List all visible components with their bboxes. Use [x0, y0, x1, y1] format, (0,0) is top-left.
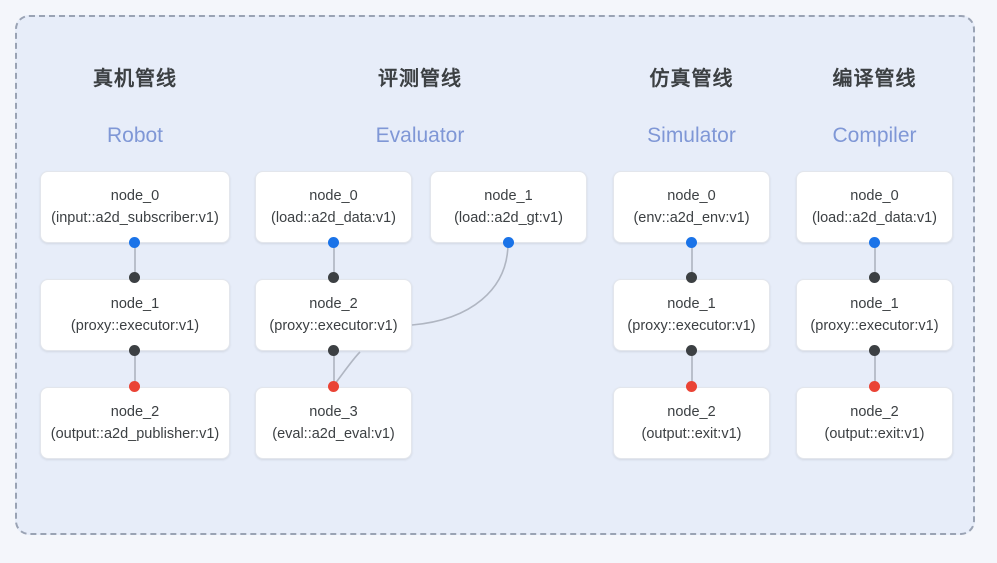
- edge-connector: [874, 243, 876, 279]
- node-type: (env::a2d_env:v1): [633, 210, 750, 226]
- node-type: (proxy::executor:v1): [70, 318, 200, 334]
- edge-connector: [134, 243, 136, 279]
- node-type: (output::exit:v1): [824, 426, 925, 442]
- port-input-dark[interactable]: [869, 272, 880, 283]
- port-input-dark[interactable]: [686, 272, 697, 283]
- node-card[interactable]: node_0 (load::a2d_data:v1): [255, 171, 412, 243]
- node-card[interactable]: node_2 (output::a2d_publisher:v1): [40, 387, 230, 459]
- node-type: (output::exit:v1): [641, 426, 742, 442]
- column-subtitle-compiler: Compiler: [832, 124, 917, 147]
- node-name: node_0: [309, 188, 358, 204]
- edge-connector: [134, 351, 136, 387]
- column-title-simulator: 仿真管线: [649, 68, 734, 90]
- edge-connector: [874, 351, 876, 387]
- port-output-blue[interactable]: [129, 237, 140, 248]
- edge-connector: [333, 243, 335, 279]
- node-type: (input::a2d_subscriber:v1): [51, 210, 219, 226]
- node-card[interactable]: node_0 (input::a2d_subscriber:v1): [40, 171, 230, 243]
- node-name: node_1: [850, 296, 899, 312]
- node-type: (proxy::executor:v1): [627, 318, 756, 334]
- edge-connector: [691, 243, 693, 279]
- port-input-dark[interactable]: [328, 272, 339, 283]
- node-type: (load::a2d_gt:v1): [454, 210, 563, 226]
- port-output-dark[interactable]: [328, 345, 339, 356]
- node-type: (proxy::executor:v1): [269, 318, 398, 334]
- node-card[interactable]: node_1 (proxy::executor:v1): [613, 279, 770, 351]
- node-name: node_3: [309, 404, 358, 420]
- node-name: node_1: [484, 188, 533, 204]
- column-subtitle-evaluator: Evaluator: [375, 124, 465, 147]
- node-type: (load::a2d_data:v1): [812, 210, 937, 226]
- port-output-blue[interactable]: [328, 237, 339, 248]
- node-card[interactable]: node_0 (env::a2d_env:v1): [613, 171, 770, 243]
- port-input-dark[interactable]: [129, 272, 140, 283]
- node-card[interactable]: node_3 (eval::a2d_eval:v1): [255, 387, 412, 459]
- port-output-dark[interactable]: [686, 345, 697, 356]
- port-output-blue[interactable]: [503, 237, 514, 248]
- node-card[interactable]: node_2 (proxy::executor:v1): [255, 279, 412, 351]
- node-name: node_1: [667, 296, 716, 312]
- column-subtitle-robot: Robot: [106, 124, 164, 147]
- node-type: (proxy::executor:v1): [810, 318, 939, 334]
- node-name: node_2: [667, 404, 716, 420]
- port-output-dark[interactable]: [869, 345, 880, 356]
- column-title-evaluator: 评测管线: [378, 68, 462, 90]
- column-title-robot: 真机管线: [93, 68, 177, 90]
- node-name: node_2: [309, 296, 358, 312]
- node-name: node_2: [110, 404, 160, 420]
- port-input-red[interactable]: [129, 381, 140, 392]
- node-type: (load::a2d_data:v1): [271, 210, 396, 226]
- node-type: (eval::a2d_eval:v1): [272, 426, 395, 442]
- port-output-dark[interactable]: [129, 345, 140, 356]
- port-output-blue[interactable]: [869, 237, 880, 248]
- node-card[interactable]: node_2 (output::exit:v1): [613, 387, 770, 459]
- port-output-blue[interactable]: [686, 237, 697, 248]
- column-title-compiler: 编译管线: [832, 68, 917, 90]
- node-card[interactable]: node_1 (load::a2d_gt:v1): [430, 171, 587, 243]
- node-name: node_2: [850, 404, 899, 420]
- edge-connector: [691, 351, 693, 387]
- node-card[interactable]: node_1 (proxy::executor:v1): [40, 279, 230, 351]
- port-input-red[interactable]: [869, 381, 880, 392]
- node-card[interactable]: node_1 (proxy::executor:v1): [796, 279, 953, 351]
- node-card[interactable]: node_2 (output::exit:v1): [796, 387, 953, 459]
- node-card[interactable]: node_0 (load::a2d_data:v1): [796, 171, 953, 243]
- node-name: node_0: [110, 188, 160, 204]
- node-name: node_1: [110, 296, 160, 312]
- node-type: (output::a2d_publisher:v1): [50, 426, 220, 442]
- node-name: node_0: [667, 188, 716, 204]
- node-name: node_0: [850, 188, 899, 204]
- port-input-red[interactable]: [328, 381, 339, 392]
- column-subtitle-simulator: Simulator: [647, 124, 736, 147]
- port-input-red[interactable]: [686, 381, 697, 392]
